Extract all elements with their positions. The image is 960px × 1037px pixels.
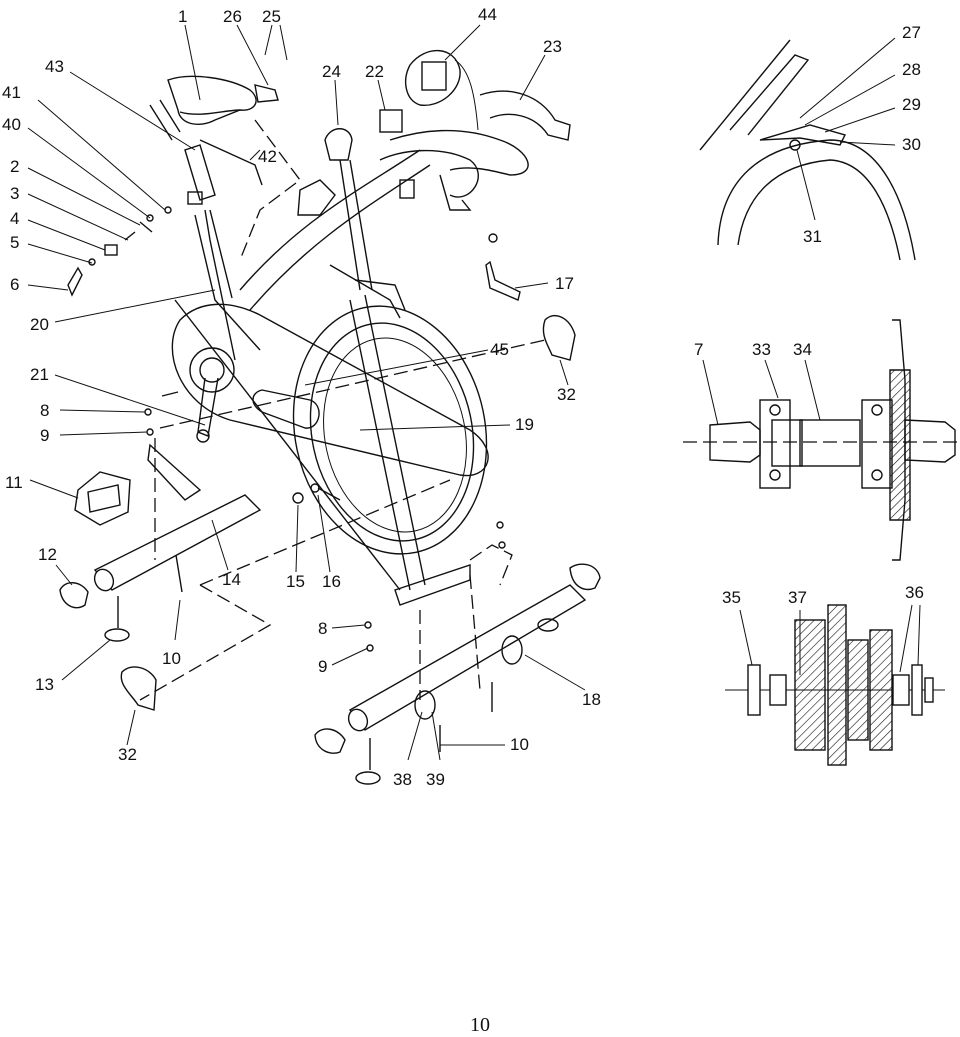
detail-axle bbox=[725, 604, 945, 766]
callout-4: 4 bbox=[10, 209, 19, 228]
callout-28: 28 bbox=[902, 60, 921, 79]
callout-29: 29 bbox=[902, 95, 921, 114]
callout-36: 36 bbox=[905, 583, 924, 602]
flywheel bbox=[292, 305, 488, 555]
front-stabilizer bbox=[314, 563, 601, 785]
callout-2: 2 bbox=[10, 157, 19, 176]
callout-27: 27 bbox=[902, 23, 921, 42]
callout-42: 42 bbox=[258, 147, 277, 166]
brackets bbox=[120, 315, 576, 711]
seat-assembly bbox=[149, 75, 263, 205]
callout-33: 33 bbox=[752, 340, 771, 359]
main-bike-assembly bbox=[27, 24, 601, 785]
callout-26: 26 bbox=[223, 7, 242, 26]
callout-24: 24 bbox=[322, 62, 341, 81]
callout-10-right: 10 bbox=[510, 735, 529, 754]
callout-17: 17 bbox=[555, 274, 574, 293]
lever-knob bbox=[485, 233, 521, 301]
chain-guard bbox=[171, 303, 489, 477]
callout-45: 45 bbox=[490, 340, 509, 359]
callout-10-left: 10 bbox=[162, 649, 181, 668]
callout-20: 20 bbox=[30, 315, 49, 334]
pedal bbox=[74, 471, 131, 526]
callout-8-right: 8 bbox=[318, 619, 327, 638]
callout-30: 30 bbox=[902, 135, 921, 154]
detail-seat-bracket bbox=[699, 37, 916, 261]
callout-5: 5 bbox=[10, 233, 19, 252]
rear-stabilizer bbox=[59, 443, 262, 642]
callout-41: 41 bbox=[2, 83, 21, 102]
bolts bbox=[144, 408, 506, 652]
assembly-lines bbox=[139, 119, 546, 701]
callout-32-right: 32 bbox=[557, 385, 576, 404]
callout-12: 12 bbox=[38, 545, 57, 564]
callout-37: 37 bbox=[788, 588, 807, 607]
callout-labels: 1 26 25 43 41 40 42 2 3 4 5 6 20 21 8 9 … bbox=[2, 5, 924, 789]
callout-18: 18 bbox=[582, 690, 601, 709]
detail-bottom-bracket bbox=[683, 319, 958, 561]
callout-25: 25 bbox=[262, 7, 281, 26]
crank-set bbox=[161, 347, 235, 443]
callout-44: 44 bbox=[478, 5, 497, 24]
callout-40: 40 bbox=[2, 115, 21, 134]
page-number: 10 bbox=[470, 1014, 490, 1036]
callout-23: 23 bbox=[543, 37, 562, 56]
callout-21: 21 bbox=[30, 365, 49, 384]
callout-43: 43 bbox=[45, 57, 64, 76]
callout-9-right: 9 bbox=[318, 657, 327, 676]
callout-35: 35 bbox=[722, 588, 741, 607]
handlebar bbox=[324, 90, 571, 291]
callout-13: 13 bbox=[35, 675, 54, 694]
callout-3: 3 bbox=[10, 184, 19, 203]
callout-14: 14 bbox=[222, 570, 241, 589]
callout-16: 16 bbox=[322, 572, 341, 591]
callout-11: 11 bbox=[5, 473, 23, 492]
console bbox=[404, 49, 479, 131]
exploded-view-diagram: 1 26 25 43 41 40 42 2 3 4 5 6 20 21 8 9 … bbox=[2, 5, 958, 789]
callout-6: 6 bbox=[10, 275, 19, 294]
callout-38: 38 bbox=[393, 770, 412, 789]
callout-19: 19 bbox=[515, 415, 534, 434]
callout-7: 7 bbox=[694, 340, 703, 359]
callout-32-bottom: 32 bbox=[118, 745, 137, 764]
callout-9-left: 9 bbox=[40, 426, 49, 445]
leader-lines bbox=[27, 24, 586, 761]
callout-39: 39 bbox=[426, 770, 445, 789]
callout-15: 15 bbox=[286, 572, 305, 591]
callout-8-left: 8 bbox=[40, 401, 49, 420]
callout-1: 1 bbox=[178, 7, 187, 26]
callout-22: 22 bbox=[365, 62, 384, 81]
callout-31: 31 bbox=[803, 227, 822, 246]
callout-34: 34 bbox=[793, 340, 812, 359]
